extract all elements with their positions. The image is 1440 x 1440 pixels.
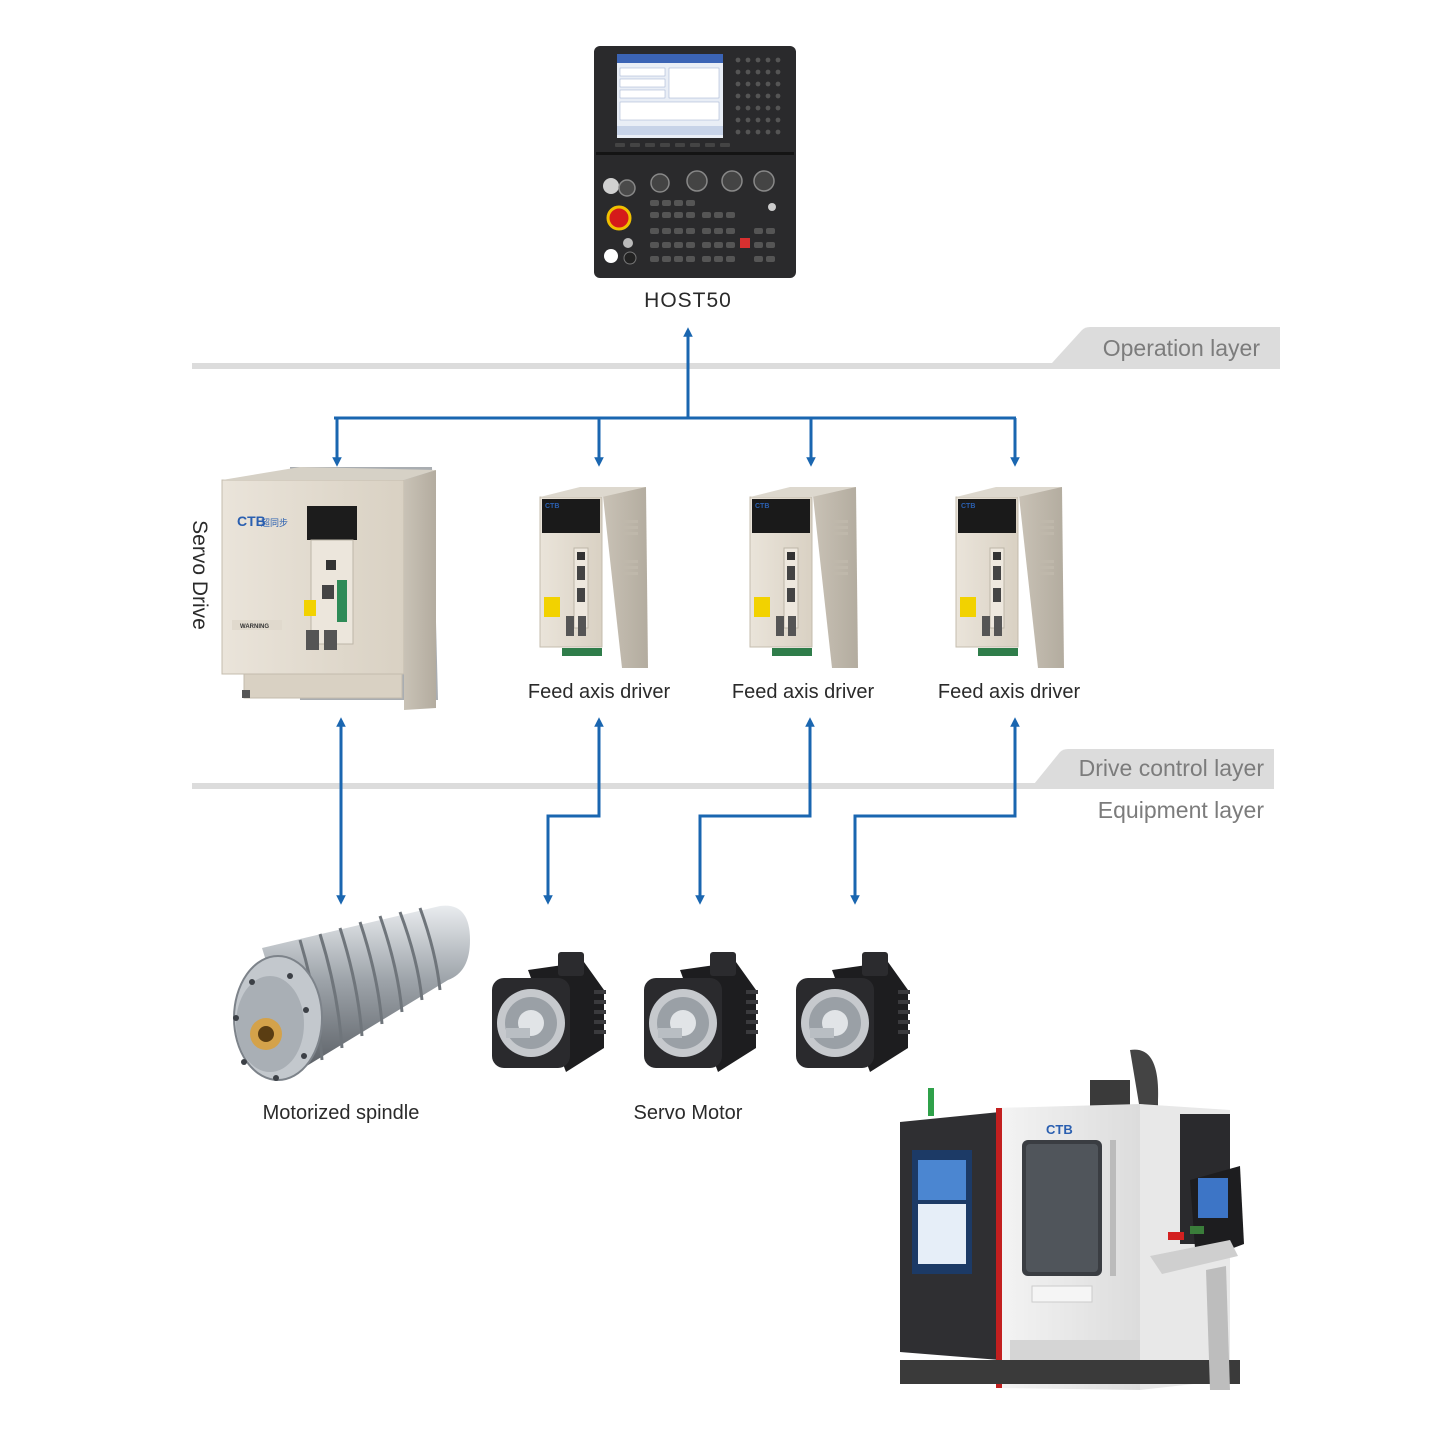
drive-control-layer-label: Drive control layer [1078, 755, 1264, 781]
servo-drive-brand: CTB [237, 513, 266, 529]
feed-driver-image-2: CTB [749, 487, 858, 668]
feed-axis-driver-label-2: Feed axis driver [731, 681, 875, 703]
machine-brand: CTB [1046, 1122, 1073, 1137]
servo-motor-image-3 [796, 952, 910, 1072]
feed-driver-image-1: CTB [539, 487, 648, 668]
operation-layer-band [192, 327, 1280, 369]
cnc-machine-image: CTB [900, 1049, 1244, 1390]
host50-controller-image [594, 46, 796, 278]
connection-arrows [332, 327, 1020, 905]
servo-motor-label: Servo Motor [633, 1102, 743, 1124]
servo-drive-brand-cn: 超同步 [261, 517, 288, 528]
servo-drive-warning: WARNING [240, 624, 269, 630]
equipment-layer-label: Equipment layer [1097, 797, 1264, 823]
servo-drive-image: CTB 超同步 WARNING [221, 467, 438, 710]
motorized-spindle-label: Motorized spindle [262, 1102, 420, 1124]
motorized-spindle-image [233, 905, 470, 1081]
servo-motor-image-1 [492, 952, 606, 1072]
servo-motor-image-2 [644, 952, 758, 1072]
feed-axis-driver-label-3: Feed axis driver [937, 681, 1081, 703]
feed-driver-1-brand: CTB [545, 503, 559, 510]
host50-label: HOST50 [644, 289, 732, 312]
feed-driver-2-brand: CTB [755, 503, 769, 510]
feed-axis-driver-label-1: Feed axis driver [527, 681, 671, 703]
feed-driver-image-3: CTB [955, 487, 1064, 668]
operation-layer-label: Operation layer [1102, 335, 1260, 361]
servo-drive-label: Servo Drive [188, 520, 211, 630]
feed-driver-3-brand: CTB [961, 503, 975, 510]
